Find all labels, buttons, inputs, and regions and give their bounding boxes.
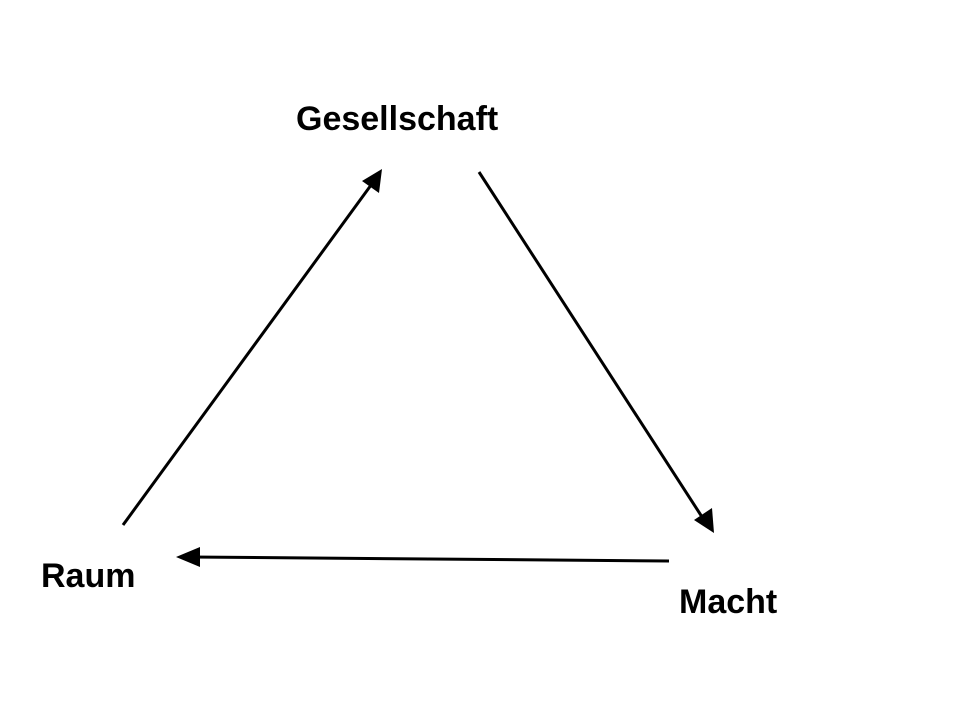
arrowhead-icon bbox=[176, 547, 200, 567]
node-label-macht: Macht bbox=[679, 583, 778, 621]
arrow-line bbox=[189, 555, 670, 563]
arrow-line bbox=[477, 171, 706, 521]
arrowhead-icon bbox=[362, 169, 382, 193]
arrow-line bbox=[121, 180, 376, 526]
node-label-gesellschaft: Gesellschaft bbox=[296, 100, 499, 138]
edge-macht-to-raum bbox=[176, 547, 670, 567]
edge-raum-to-gesellschaft bbox=[121, 169, 382, 526]
edge-gesellschaft-to-macht bbox=[477, 171, 714, 533]
arrowhead-icon bbox=[694, 508, 714, 533]
node-label-raum: Raum bbox=[41, 557, 136, 595]
